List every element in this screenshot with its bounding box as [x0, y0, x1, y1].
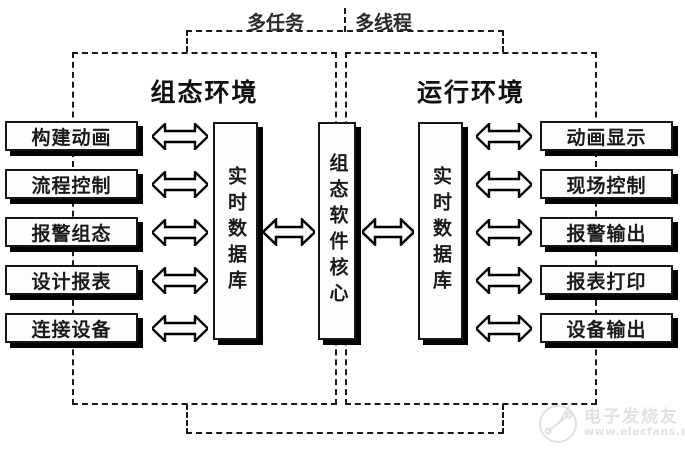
arrow-right-4 — [476, 315, 532, 342]
arrow-left-0 — [152, 123, 208, 150]
box-right-2-label: 报警输出 — [566, 222, 647, 245]
top-bracket — [186, 30, 504, 52]
label-multitask: 多任务 — [247, 12, 305, 34]
box-left-1[interactable]: 流程控制 — [5, 169, 138, 199]
arrow-right-0 — [476, 123, 532, 150]
box-left-1-label: 流程控制 — [31, 174, 112, 197]
box-left-4-label: 连接设备 — [31, 318, 112, 341]
watermark-brand: 电子发烧友 — [584, 407, 679, 427]
box-right-1[interactable]: 现场控制 — [540, 169, 673, 199]
box-right-4[interactable]: 设备输出 — [540, 313, 673, 343]
box-realtime-db-right-label: 实时数据库 — [430, 166, 452, 296]
box-right-2[interactable]: 报警输出 — [540, 217, 673, 247]
watermark: 电子发烧友 www.elecfans.com — [538, 398, 685, 446]
arrow-left-2 — [152, 219, 208, 246]
box-realtime-db-left-label: 实时数据库 — [225, 166, 247, 296]
box-right-3[interactable]: 报表打印 — [540, 265, 673, 295]
box-right-0[interactable]: 动画显示 — [540, 121, 673, 151]
box-left-4[interactable]: 连接设备 — [5, 313, 138, 343]
arrow-right-1 — [476, 171, 532, 198]
watermark-logo-icon — [539, 401, 577, 443]
arrow-left-1 — [152, 171, 208, 198]
box-right-4-label: 设备输出 — [566, 318, 647, 341]
label-multithread: 多线程 — [355, 12, 413, 34]
arrow-left-4 — [152, 315, 208, 342]
box-left-2[interactable]: 报警组态 — [5, 217, 138, 247]
box-left-0-label: 构建动画 — [31, 126, 112, 149]
title-runtime-environment: 运行环境 — [416, 78, 525, 107]
arrow-center-right — [362, 218, 414, 246]
box-software-core-label: 组态软件核心 — [326, 153, 349, 309]
box-left-3[interactable]: 设计报表 — [5, 265, 138, 295]
arrow-right-2 — [476, 219, 532, 246]
box-left-3-label: 设计报表 — [31, 270, 112, 293]
box-right-1-label: 现场控制 — [566, 174, 647, 197]
box-left-0[interactable]: 构建动画 — [5, 121, 138, 151]
arrow-center-left — [263, 218, 315, 246]
watermark-url: www.elecfans.com — [584, 425, 685, 438]
box-right-3-label: 报表打印 — [566, 270, 647, 293]
box-left-2-label: 报警组态 — [31, 222, 112, 245]
title-config-environment: 组态环境 — [150, 78, 259, 107]
box-realtime-db-right[interactable]: 实时数据库 — [418, 122, 463, 340]
arrow-right-3 — [476, 267, 532, 294]
arrow-left-3 — [152, 267, 208, 294]
bottom-bracket — [186, 404, 504, 434]
box-realtime-db-left[interactable]: 实时数据库 — [213, 122, 258, 340]
box-software-core[interactable]: 组态软件核心 — [318, 122, 356, 340]
box-right-0-label: 动画显示 — [566, 126, 647, 149]
top-bracket-stem — [344, 8, 346, 32]
